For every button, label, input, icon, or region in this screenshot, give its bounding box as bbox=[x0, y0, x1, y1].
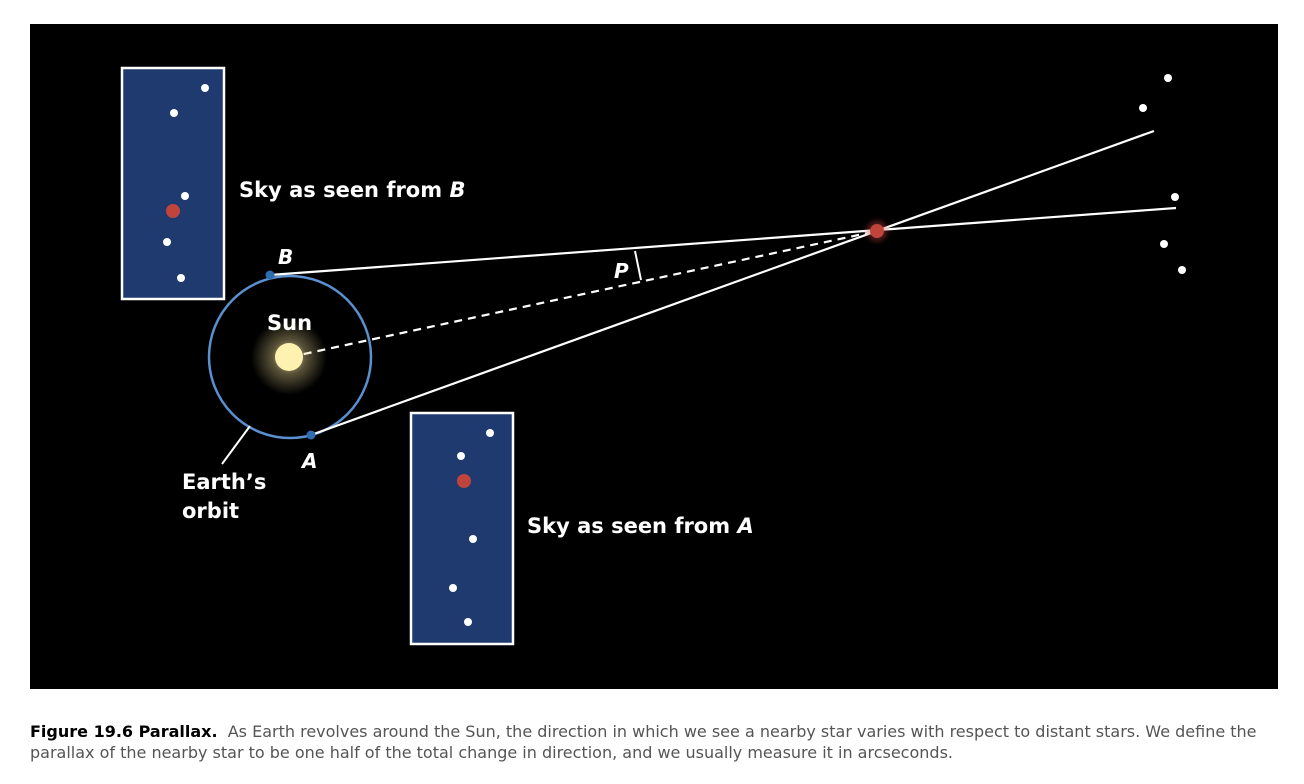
sky-panel-b bbox=[120, 66, 226, 301]
distant-star bbox=[1160, 240, 1168, 248]
distant-star bbox=[163, 238, 171, 246]
distant-stars bbox=[1139, 74, 1186, 274]
orbit-pointer-line bbox=[221, 425, 251, 465]
sun-label: Sun bbox=[267, 311, 313, 335]
figure-caption: Figure 19.6 Parallax. As Earth revolves … bbox=[30, 721, 1270, 763]
distant-star bbox=[1164, 74, 1172, 82]
sight-line-from-a bbox=[310, 129, 1155, 437]
distant-star bbox=[177, 274, 185, 282]
figure-caption-text: As Earth revolves around the Sun, the di… bbox=[30, 722, 1257, 762]
distant-star bbox=[469, 535, 477, 543]
sky-panel-a bbox=[409, 411, 515, 646]
distant-star bbox=[181, 192, 189, 200]
parallax-diagram: Sky as seen from B Sky as seen from A B … bbox=[30, 24, 1278, 689]
earth-orbit-label: Earth’s orbit bbox=[182, 470, 267, 523]
earth-position-a bbox=[306, 430, 316, 440]
nearby-star-in-panel bbox=[166, 204, 180, 218]
sight-line-from-b bbox=[269, 206, 1177, 277]
diagram-canvas bbox=[120, 66, 1186, 646]
distant-star bbox=[1171, 193, 1179, 201]
nearby-star bbox=[866, 220, 888, 242]
sun-to-star-dashed-line bbox=[289, 229, 878, 359]
sky-from-a-label: Sky as seen from A bbox=[527, 514, 754, 538]
parallax-angle-label: P bbox=[614, 259, 629, 283]
earth-position-b bbox=[265, 270, 275, 280]
figure-caption-title: Figure 19.6 Parallax. bbox=[30, 722, 218, 741]
distant-star bbox=[170, 109, 178, 117]
distant-star bbox=[486, 429, 494, 437]
point-a-label: A bbox=[302, 449, 318, 473]
earth-orbit bbox=[207, 274, 373, 440]
distant-star bbox=[464, 618, 472, 626]
point-b-label: B bbox=[278, 245, 294, 269]
parallax-angle-arc bbox=[634, 250, 642, 281]
sky-from-b-label: Sky as seen from B bbox=[239, 178, 466, 202]
sun-icon bbox=[251, 319, 327, 395]
distant-star bbox=[457, 452, 465, 460]
distant-star bbox=[449, 584, 457, 592]
distant-star bbox=[201, 84, 209, 92]
distant-star bbox=[1178, 266, 1186, 274]
nearby-star-in-panel bbox=[457, 474, 471, 488]
distant-star bbox=[1139, 104, 1147, 112]
